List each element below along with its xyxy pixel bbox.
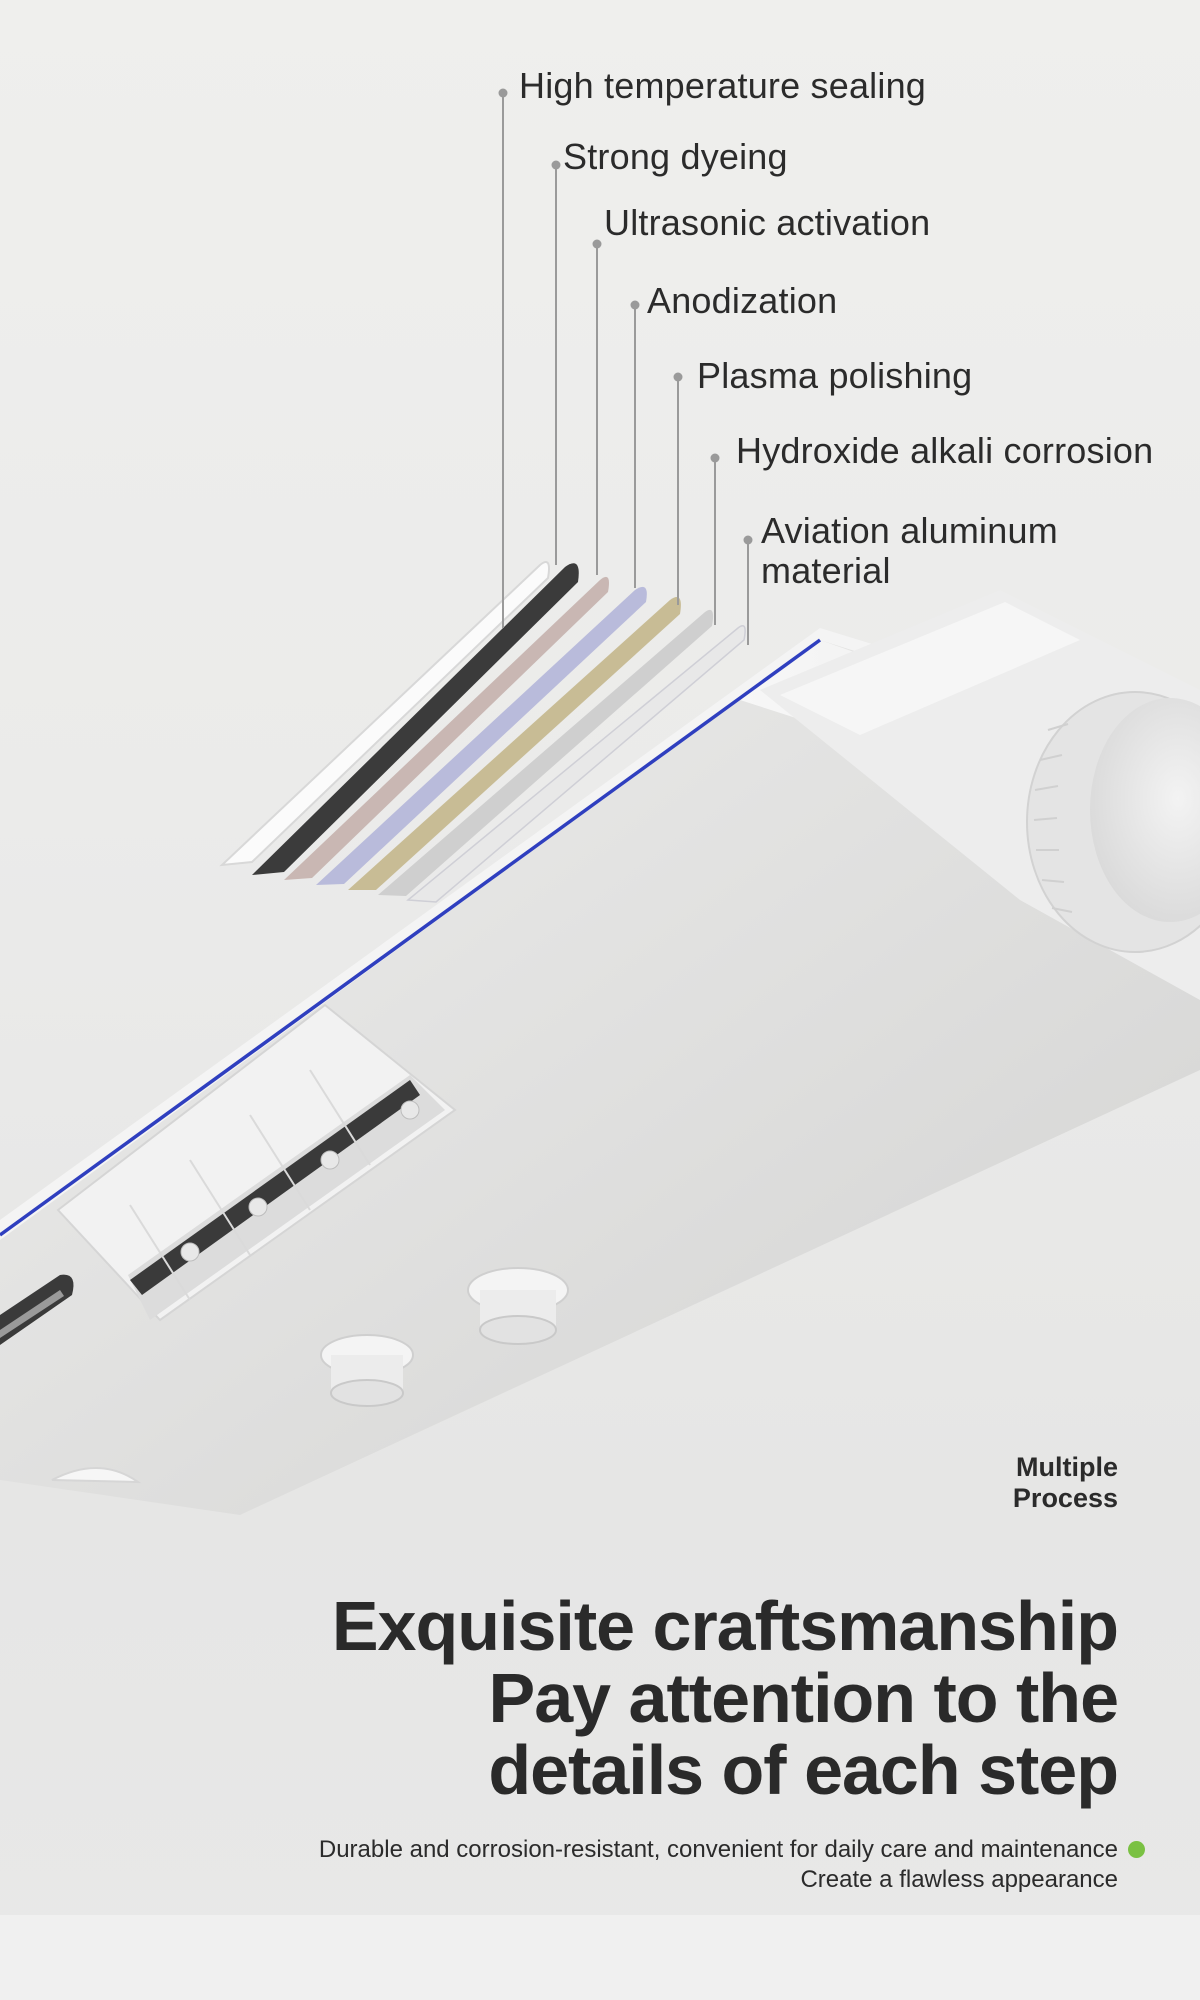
- leader-dot-icon: [630, 300, 640, 310]
- leader-lines: [498, 88, 753, 645]
- layer-label-ultrasonic: Ultrasonic activation: [604, 202, 931, 243]
- layer-label-alkali: Hydroxide alkali corrosion: [736, 430, 1154, 471]
- subtitle-line-2: Create a flawless appearance: [800, 1866, 1118, 1893]
- anodized-edge: [0, 638, 822, 1237]
- badge-line-2: Process: [1012, 1483, 1118, 1513]
- layer-label-aluminum: Aviation aluminum material: [761, 510, 1058, 591]
- headline-line-2: Pay attention to the: [488, 1659, 1119, 1737]
- layer-label-sealing: High temperature sealing: [519, 65, 927, 106]
- layer-label-dyeing: Strong dyeing: [563, 136, 788, 177]
- headline: Exquisite craftsmanship Pay attention to…: [331, 1587, 1119, 1809]
- layer-label-anodization: Anodization: [647, 280, 838, 321]
- vent-grille: [56, 1003, 457, 1322]
- leader-dot-icon: [592, 239, 602, 249]
- subtitle: Durable and corrosion-resistant, conveni…: [319, 1835, 1118, 1895]
- process-badge: Multiple Process: [1013, 1452, 1118, 1514]
- side-slot: [0, 1274, 74, 1345]
- exploded-layers: [219, 561, 746, 903]
- green-dot-icon: [1128, 1841, 1145, 1858]
- leader-dot-icon: [710, 453, 720, 463]
- leader-dot-icon: [673, 372, 683, 382]
- leader-dot-icon: [551, 160, 561, 170]
- subtitle-line-1: Durable and corrosion-resistant, conveni…: [318, 1836, 1118, 1863]
- badge-line-1: Multiple: [1016, 1452, 1118, 1482]
- headline-line-1: Exquisite craftsmanship: [331, 1587, 1119, 1665]
- headline-line-3: details of each step: [488, 1731, 1119, 1809]
- layer-label-plasma: Plasma polishing: [697, 355, 973, 396]
- footer-band: [0, 1915, 1200, 2000]
- leader-dot-icon: [743, 535, 753, 545]
- dial-knob: [1026, 691, 1200, 953]
- leader-dot-icon: [498, 88, 508, 98]
- rubber-feet: [51, 1267, 569, 1484]
- device-body: [0, 590, 1200, 1515]
